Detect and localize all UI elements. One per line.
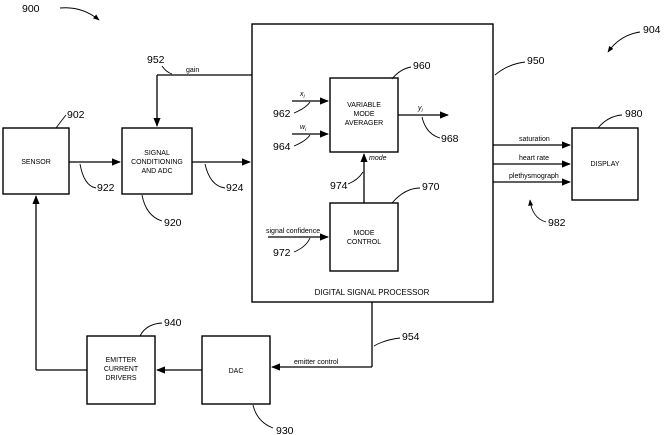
dac-label: DAC — [229, 368, 244, 375]
dac-ref: 930 — [276, 425, 294, 435]
ref-972-leader — [294, 238, 310, 252]
system-ref-label: 904 — [643, 24, 661, 36]
signal-conditioning-ref-leader — [142, 195, 162, 221]
emitter-ref-leader — [140, 323, 162, 336]
signal-conditioning-label-3: AND ADC — [141, 168, 172, 175]
mode-control-block — [330, 203, 398, 271]
ref-972: 972 — [273, 247, 291, 259]
ref-968-leader — [422, 117, 440, 138]
mode-control-ref-leader — [392, 188, 420, 203]
ref-922-leader — [80, 164, 96, 188]
mode-label: mode — [369, 155, 387, 162]
averager-label-1: VARIABLE — [347, 102, 381, 109]
ref-954-leader — [374, 338, 400, 346]
averager-label-2: MODE — [354, 111, 375, 118]
signal-confidence-label: signal confidence — [266, 228, 320, 235]
mode-control-label-2: CONTROL — [347, 239, 381, 246]
ref-964-leader — [294, 135, 310, 146]
display-label: DISPLAY — [590, 161, 619, 168]
ref-968: 968 — [441, 133, 459, 145]
display-ref-leader — [598, 115, 622, 128]
signal-conditioning-label-2: CONDITIONING — [131, 159, 183, 166]
averager-label-3: AVERAGER — [345, 120, 383, 127]
averager-ref-leader — [392, 67, 411, 79]
ref-962: 962 — [273, 108, 291, 120]
figure-ref-label: 900 — [22, 3, 40, 15]
ref-952-leader — [162, 66, 172, 74]
ref-974: 974 — [330, 180, 348, 192]
saturation-label: saturation — [519, 136, 550, 143]
emitter-ref: 940 — [164, 317, 182, 329]
ref-982-arrow — [530, 200, 546, 222]
system-ref-arrow — [608, 32, 640, 52]
averager-ref: 960 — [413, 60, 431, 72]
sensor-ref-leader — [56, 115, 66, 128]
emitter-label-2: CURRENT — [104, 366, 139, 373]
emitter-control-label: emitter control — [294, 359, 339, 366]
wi-label: wi — [300, 124, 307, 133]
ref-954: 954 — [402, 331, 420, 343]
mode-control-label-1: MODE — [354, 230, 375, 237]
dac-ref-leader — [253, 405, 273, 428]
emitter-label-3: DRIVERS — [105, 375, 136, 382]
signal-conditioning-ref: 920 — [164, 217, 182, 229]
signal-conditioning-label-1: SIGNAL — [144, 150, 170, 157]
dsp-block — [252, 24, 493, 302]
sensor-label: SENSOR — [21, 159, 51, 166]
display-ref: 980 — [625, 108, 643, 120]
figure-ref-arrow — [60, 8, 99, 20]
ref-974-leader — [348, 172, 363, 184]
ref-982: 982 — [548, 217, 566, 229]
xi-label: xi — [299, 91, 306, 100]
heart-rate-label: heart rate — [519, 155, 549, 162]
yi-label: yi — [417, 105, 424, 114]
dsp-label: DIGITAL SIGNAL PROCESSOR — [315, 288, 430, 297]
ref-964: 964 — [273, 141, 291, 153]
ref-924: 924 — [226, 182, 244, 194]
ref-924-leader — [205, 164, 225, 188]
ref-962-leader — [294, 102, 310, 113]
ref-952: 952 — [147, 54, 165, 66]
gain-label: gain — [186, 67, 199, 74]
ref-922: 922 — [97, 182, 115, 194]
dsp-ref-leader — [495, 62, 525, 75]
mode-control-ref: 970 — [422, 181, 440, 193]
dsp-ref: 950 — [527, 55, 545, 67]
sensor-ref: 902 — [67, 109, 85, 121]
emitter-label-1: EMITTER — [106, 357, 137, 364]
plethysmograph-label: plethysmograph — [509, 173, 559, 180]
